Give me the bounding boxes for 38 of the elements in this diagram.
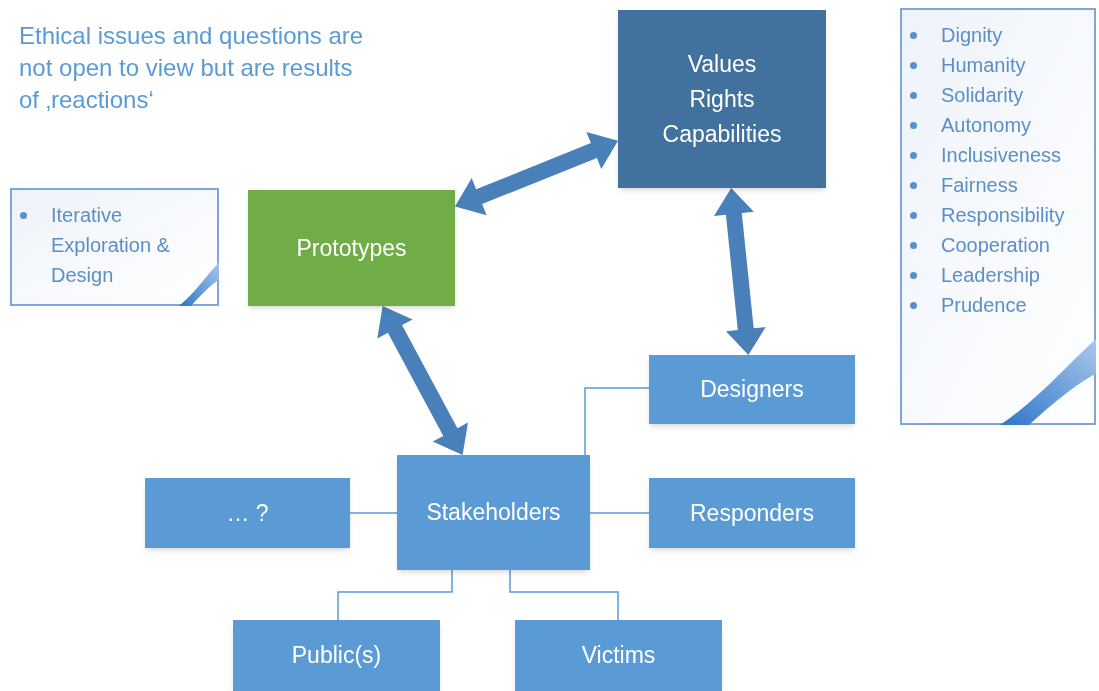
process-box [397,455,590,570]
list-item: Cooperation [941,233,1050,258]
process-box [618,10,826,188]
note-card [10,188,219,306]
list-item: Humanity [941,53,1026,78]
list-item: Inclusiveness [941,143,1062,168]
process-box [248,190,455,306]
note-text: Ethical issues and questions are not open to view but are results of ‚reactions‘ [19,21,365,115]
list-item: Solidarity [941,83,1024,108]
double-arrow [455,132,618,216]
list-item: Dignity [941,23,1003,48]
list-item: Leadership [941,263,1040,288]
list-item: Prudence [941,293,1027,318]
process-box [233,620,440,691]
connector-line [589,512,650,514]
box-label: Public(s) [290,641,383,670]
box-label: Values Rights Capabilities [661,49,783,149]
process-box [649,478,855,548]
connector-line [337,569,453,621]
double-arrow [714,188,766,355]
list-item: Iterative Exploration & Design [51,203,171,288]
process-box [515,620,722,691]
box-label: Designers [699,375,805,404]
list-item: Autonomy [941,113,1032,138]
note-card [900,8,1096,425]
box-label: Responders [689,498,815,528]
double-arrow [377,306,468,455]
box-label: Prototypes [295,233,408,263]
box-label: Stakeholders [425,498,562,527]
process-box [145,478,350,548]
box-label: … ? [225,498,270,528]
connector-line [349,512,398,514]
connector-line [584,387,650,456]
list-item: Responsibility [941,203,1065,228]
list-item: Fairness [941,173,1018,198]
connector-line [509,569,619,621]
box-label: Victims [580,641,657,670]
process-box [649,355,855,424]
